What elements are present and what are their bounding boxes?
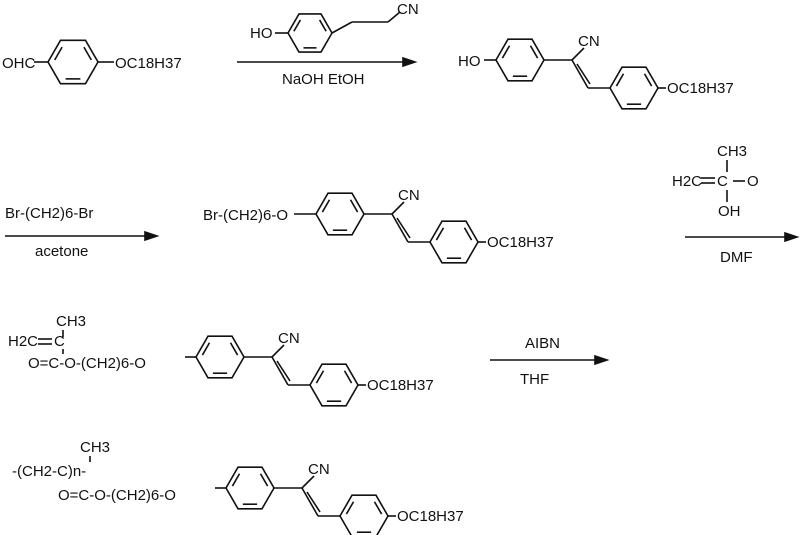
hydroxyl-label: OH — [718, 203, 741, 220]
arrow-head-icon — [144, 230, 160, 242]
double-bond — [231, 473, 241, 487]
cyano-group-label: CN — [278, 330, 300, 347]
carbonyl-oxygen-label: O — [747, 173, 759, 190]
cyano-group-label: CN — [308, 461, 330, 478]
methacrylate-ester-label: O=C-O-(CH2)6-O — [28, 355, 146, 372]
conditions-label: NaOH EtOH — [282, 71, 365, 88]
double-bond — [306, 491, 321, 513]
double-bond — [276, 360, 291, 382]
alkoxy-chain-label: OC18H37 — [115, 55, 182, 72]
benzene-ring — [429, 220, 479, 264]
benzene-ring — [495, 38, 545, 82]
arrow-head-icon — [402, 56, 418, 68]
double-bond — [615, 73, 625, 87]
arrow-head-icon — [784, 231, 800, 243]
double-bond — [259, 473, 269, 487]
double-bond — [201, 342, 211, 356]
alkoxy-chain-label: OC18H37 — [667, 80, 734, 97]
benzene-ring — [339, 494, 389, 535]
alkoxy-chain-label: OC18H37 — [487, 234, 554, 251]
bond — [571, 47, 585, 61]
carbon-label: C — [717, 173, 728, 190]
bond — [387, 11, 401, 23]
bond — [271, 344, 285, 358]
double-bond — [396, 217, 411, 239]
dibromohexane-label: Br-(CH2)6-Br — [5, 205, 93, 222]
double-bond — [229, 342, 239, 356]
methyl-label: CH3 — [717, 143, 747, 160]
bond — [391, 213, 409, 243]
benzene-ring — [287, 13, 333, 53]
benzene-ring — [225, 466, 275, 510]
double-bond — [315, 370, 325, 384]
double-bond — [321, 199, 331, 213]
polymer-backbone-label: -(CH2-C)n- — [12, 463, 86, 480]
hydroxyl-label: HO — [458, 53, 481, 70]
alkoxy-chain-label: OC18H37 — [367, 377, 434, 394]
double-bond — [463, 227, 473, 241]
hydroxyl-label: HO — [250, 25, 273, 42]
double-bond — [53, 46, 63, 61]
cyano-group-label: CN — [397, 1, 419, 18]
double-bond — [643, 73, 653, 87]
aldehyde-label: OHC — [2, 55, 36, 72]
vinyl-label: H2C — [672, 173, 702, 190]
benzene-ring — [315, 192, 365, 236]
double-bond — [501, 45, 511, 59]
double-bond — [576, 63, 591, 85]
double-bond — [83, 46, 93, 61]
conditions-label: DMF — [720, 249, 753, 266]
bond — [331, 21, 353, 34]
double-bond — [373, 501, 383, 515]
carbon-label: C — [54, 333, 65, 350]
conditions-label: AIBN — [525, 335, 560, 352]
benzene-ring — [195, 335, 245, 379]
double-bond — [343, 370, 353, 384]
conditions-label: THF — [520, 371, 549, 388]
benzene-ring — [309, 363, 359, 407]
arrow-head-icon — [594, 354, 610, 366]
benzene-ring — [609, 66, 659, 110]
double-bond — [293, 19, 302, 32]
benzene-ring — [47, 39, 99, 85]
double-bond — [345, 501, 355, 515]
conditions-label: acetone — [35, 243, 88, 260]
methyl-label: CH3 — [56, 313, 86, 330]
methyl-label: CH3 — [80, 439, 110, 456]
bond — [301, 487, 319, 517]
double-bond — [318, 19, 327, 32]
vinyl-label: H2C — [8, 333, 38, 350]
methacrylate-ester-label: O=C-O-(CH2)6-O — [58, 487, 176, 504]
double-bond — [529, 45, 539, 59]
double-bond — [349, 199, 359, 213]
bond — [391, 201, 405, 215]
bond — [271, 356, 289, 386]
bond — [301, 475, 315, 489]
double-bond — [435, 227, 445, 241]
bond — [571, 59, 589, 89]
bromohexyloxy-label: Br-(CH2)6-O — [203, 207, 288, 224]
alkoxy-chain-label: OC18H37 — [397, 508, 464, 525]
cyano-group-label: CN — [578, 33, 600, 50]
cyano-group-label: CN — [398, 187, 420, 204]
